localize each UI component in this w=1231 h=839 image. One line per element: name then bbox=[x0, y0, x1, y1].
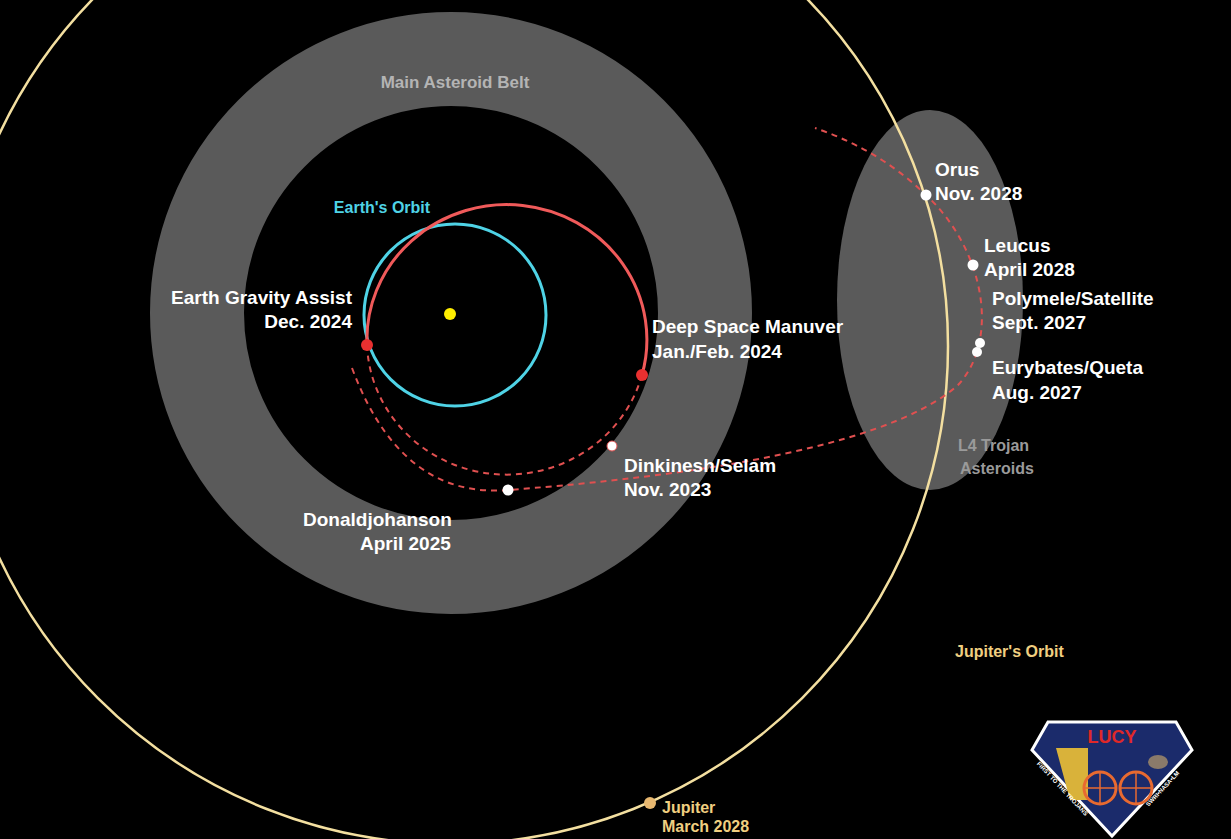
asteroid-dot bbox=[607, 441, 617, 451]
event-date: Nov. 2028 bbox=[935, 183, 1022, 205]
event-date: Dec. 2024 bbox=[264, 311, 352, 333]
orbit-label: Jupiter's Orbit bbox=[955, 643, 1064, 661]
target-name: Dinkinesh/Selam bbox=[624, 455, 776, 477]
region-label: Asteroids bbox=[960, 460, 1034, 478]
lucy-orbit bbox=[367, 205, 647, 375]
asteroid-dot bbox=[972, 347, 982, 357]
logo-text: SWRI•NASA•LM bbox=[1145, 770, 1181, 808]
asteroid-dot bbox=[503, 485, 514, 496]
region-label: Main Asteroid Belt bbox=[381, 73, 530, 93]
region-label: L4 Trojan bbox=[958, 437, 1029, 455]
logo-text: FIRST TO THE TROJANS bbox=[1035, 761, 1089, 818]
asteroid-dot bbox=[921, 190, 932, 201]
lucy-orbit-dashed bbox=[367, 345, 642, 475]
earth-orbit bbox=[364, 224, 546, 406]
target-name: Orus bbox=[935, 159, 979, 181]
logo-title: LUCY bbox=[1088, 727, 1137, 748]
event-date: March 2028 bbox=[662, 818, 749, 836]
target-name: Polymele/Satellite bbox=[992, 288, 1154, 310]
sun bbox=[444, 308, 456, 320]
event-dot bbox=[636, 369, 648, 381]
event-name: Deep Space Manuver bbox=[652, 316, 843, 338]
event-date: Sept. 2027 bbox=[992, 312, 1086, 334]
event-date: April 2025 bbox=[360, 533, 451, 555]
event-date: April 2028 bbox=[984, 259, 1075, 281]
event-date: Aug. 2027 bbox=[992, 382, 1082, 404]
jupiter-orbit bbox=[0, 0, 948, 839]
target-name: Donaldjohanson bbox=[303, 509, 452, 531]
orbit-label: Earth's Orbit bbox=[334, 199, 430, 217]
asteroid-dot bbox=[968, 260, 979, 271]
target-name: Eurybates/Queta bbox=[992, 357, 1143, 379]
jupiter-dot bbox=[644, 797, 656, 809]
planet-label: Jupiter bbox=[662, 799, 715, 817]
event-date: Nov. 2023 bbox=[624, 479, 711, 501]
event-name: Earth Gravity Assist bbox=[171, 287, 352, 309]
event-dot bbox=[361, 339, 373, 351]
asteroid-dot bbox=[975, 338, 985, 348]
event-date: Jan./Feb. 2024 bbox=[652, 341, 782, 363]
lucy-logo bbox=[1032, 722, 1192, 836]
target-name: Leucus bbox=[984, 235, 1051, 257]
lucy-trajectory-dashed bbox=[352, 128, 982, 491]
